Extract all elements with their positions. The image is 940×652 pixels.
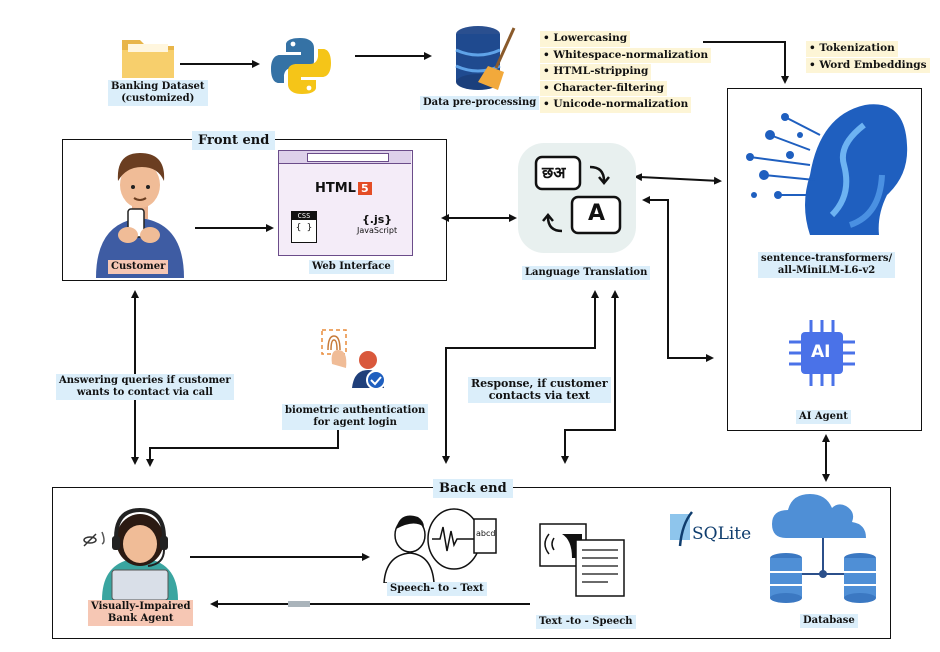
embedding-steps-list: • Tokenization • Word Embeddings bbox=[806, 41, 930, 74]
text-to-speech-icon bbox=[539, 523, 625, 597]
preproc-step: • HTML-stripping bbox=[540, 64, 652, 80]
html5-badge: 5 bbox=[357, 182, 372, 195]
ai-chip: AI bbox=[787, 318, 857, 392]
bank-agent-label: Visually-Impaired Bank Agent bbox=[88, 600, 194, 626]
sqlite-text: SQLite bbox=[692, 524, 752, 544]
model-name-label: sentence-transformers/ all-MiniLM-L6-v2 bbox=[758, 252, 896, 278]
agent-headset-icon bbox=[83, 507, 178, 601]
web-interface-label: Web Interface bbox=[309, 260, 394, 274]
arrow-tts-marker bbox=[288, 601, 310, 607]
language-translation-label: Language Translation bbox=[522, 266, 651, 280]
call-note-label: Answering queries if customer wants to c… bbox=[56, 374, 234, 400]
arrow-preprocessing-to-model bbox=[703, 41, 789, 84]
js-badge: {.js} bbox=[361, 213, 393, 226]
folder-icon bbox=[122, 40, 174, 78]
preproc-step: • Character-filtering bbox=[540, 80, 667, 96]
sqlite-feather-icon bbox=[670, 511, 693, 547]
python-icon bbox=[271, 38, 331, 94]
translation-icon-tile: छअ A bbox=[518, 143, 636, 253]
html5-text: HTML bbox=[315, 181, 356, 196]
css-file-icon: CSS { } bbox=[291, 211, 317, 243]
database-cloud-illustration bbox=[768, 490, 880, 612]
arrow-biometric-to-backend bbox=[146, 430, 339, 467]
ai-chip-text: AI bbox=[811, 342, 831, 362]
speech-to-text-icon bbox=[383, 508, 497, 584]
arrow-translation-model bbox=[634, 173, 722, 185]
text-to-speech-label: Text -to - Speech bbox=[536, 615, 636, 629]
speech-to-text-label: Speech- to - Text bbox=[387, 582, 487, 596]
preprocessing-label: Data pre-processing bbox=[420, 96, 540, 110]
banking-dataset-folder bbox=[118, 32, 178, 84]
translate-icon bbox=[534, 155, 622, 235]
js-logo: {.js} JavaScript bbox=[357, 213, 397, 235]
ai-chip-icon bbox=[789, 320, 855, 386]
ai-head-icon bbox=[746, 104, 908, 235]
translation-glyph-hindi: छअ bbox=[542, 163, 566, 182]
python-logo bbox=[270, 35, 332, 101]
customer-label: Customer bbox=[108, 260, 169, 274]
brain-head-illustration bbox=[740, 95, 910, 249]
ai-agent-label: AI Agent bbox=[796, 410, 851, 424]
backend-title: Back end bbox=[433, 479, 513, 498]
preprocessing-icon bbox=[452, 22, 522, 98]
bank-agent-illustration bbox=[82, 500, 192, 604]
database-broom-icon bbox=[455, 26, 516, 90]
text-note-label: Response, if customer contacts via text bbox=[468, 377, 611, 403]
embedding-step: • Tokenization bbox=[806, 41, 898, 57]
embedding-step: • Word Embeddings bbox=[806, 57, 930, 73]
text-to-speech-illustration bbox=[538, 520, 628, 604]
banking-dataset-label: Banking Dataset (customized) bbox=[108, 80, 208, 106]
frontend-title: Front end bbox=[192, 131, 276, 150]
preproc-step: • Lowercasing bbox=[540, 31, 631, 47]
css-file-text: CSS bbox=[292, 212, 316, 220]
biometric-label: biometric authentication for agent login bbox=[282, 404, 429, 430]
stt-abcd-text: abcd bbox=[476, 529, 496, 538]
js-text: JavaScript bbox=[357, 226, 398, 235]
preprocessing-steps-list: • Lowercasing • Whitespace-normalization… bbox=[540, 31, 712, 114]
preproc-step: • Unicode-normalization bbox=[540, 97, 692, 113]
browser-address-bar bbox=[307, 153, 389, 162]
fingerprint-user-icon bbox=[321, 329, 386, 390]
sqlite-logo: SQLite bbox=[668, 510, 751, 552]
cloud-database-icon bbox=[770, 494, 876, 603]
model-agent-box bbox=[727, 88, 922, 431]
translation-glyph-latin: A bbox=[588, 201, 606, 226]
arrow-translation-ai-agent bbox=[642, 196, 714, 362]
database-label: Database bbox=[800, 614, 858, 628]
preproc-step: • Whitespace-normalization bbox=[540, 47, 712, 63]
arrow-translation-backend-right bbox=[561, 290, 619, 464]
biometric-illustration bbox=[318, 326, 388, 396]
speech-to-text-illustration: abcd bbox=[380, 505, 500, 587]
customer-person-icon bbox=[96, 153, 184, 278]
